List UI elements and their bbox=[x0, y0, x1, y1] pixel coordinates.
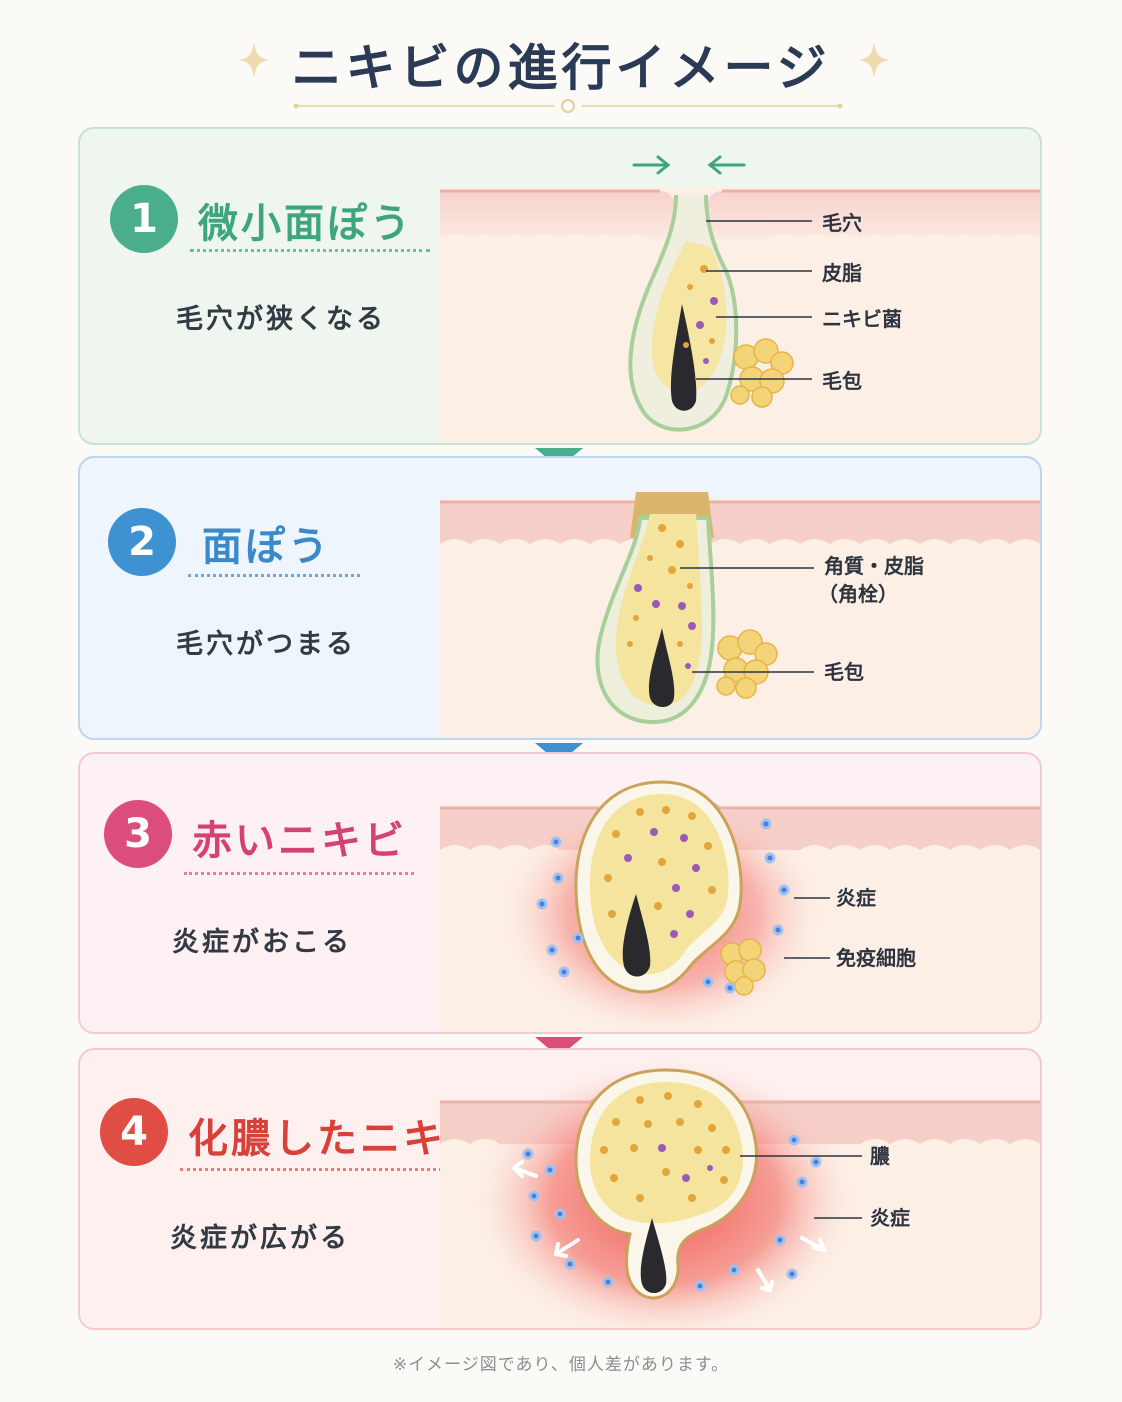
title-divider bbox=[293, 99, 843, 113]
stage-description: 炎症が広がる bbox=[170, 1223, 350, 1254]
label-inflammation: 炎症 bbox=[836, 886, 876, 910]
label-inflammation: 炎症 bbox=[870, 1206, 910, 1230]
stage-card-3: 3 赤いニキビ 炎症がおこる bbox=[78, 752, 1042, 1034]
stage-description: 炎症がおこる bbox=[172, 927, 352, 958]
stage-description: 毛穴がつまる bbox=[176, 629, 356, 660]
title-underline bbox=[190, 249, 430, 252]
disclaimer-note: ※イメージ図であり、個人差があります。 bbox=[392, 1355, 730, 1375]
title-underline bbox=[188, 574, 360, 577]
label-bacteria: ニキビ菌 bbox=[822, 307, 902, 331]
inflamed-pimple-illustration bbox=[440, 780, 1040, 1032]
title-underline bbox=[184, 872, 414, 875]
label-immune-cells: 免疫細胞 bbox=[836, 946, 916, 970]
stage-description: 毛穴が狭くなる bbox=[176, 304, 386, 335]
clogged-pore-illustration bbox=[440, 492, 1040, 738]
stage-number-badge: 3 bbox=[104, 800, 172, 868]
pustule-illustration bbox=[440, 1060, 1040, 1328]
label-keratin-plug: （角栓） bbox=[818, 582, 898, 606]
stage-number-badge: 1 bbox=[110, 185, 178, 253]
stage-card-2: 2 面ぽう 毛穴がつまる 角質・皮脂 bbox=[78, 456, 1042, 740]
page-title: ニキビの進行イメージ bbox=[291, 39, 831, 97]
stage-number-badge: 2 bbox=[108, 508, 176, 576]
label-follicle: 毛包 bbox=[822, 369, 862, 393]
label-sebum: 皮脂 bbox=[822, 261, 862, 285]
header: ニキビの進行イメージ bbox=[0, 0, 1122, 120]
stage-title: 面ぽう bbox=[202, 524, 331, 570]
stage-title: 微小面ぽう bbox=[198, 201, 413, 247]
label-keratin-sebum: 角質・皮脂 bbox=[824, 554, 924, 578]
label-pore: 毛穴 bbox=[822, 211, 862, 235]
pore-illustration bbox=[440, 155, 1040, 443]
stage-card-1: 1 微小面ぽう 毛穴が狭くなる bbox=[78, 127, 1042, 445]
stage-title: 化膿したニキビ bbox=[188, 1116, 489, 1162]
arrow-down-icon bbox=[535, 1037, 583, 1057]
label-pus: 膿 bbox=[870, 1144, 890, 1168]
sparkle-icon bbox=[858, 42, 890, 78]
stage-title: 赤いニキビ bbox=[192, 818, 407, 864]
stage-card-4: 4 化膿したニキビ 炎症が広がる bbox=[78, 1048, 1042, 1330]
stage-number-badge: 4 bbox=[100, 1098, 168, 1166]
title-underline bbox=[180, 1168, 448, 1171]
label-follicle: 毛包 bbox=[824, 660, 864, 684]
sparkle-icon bbox=[238, 42, 270, 78]
